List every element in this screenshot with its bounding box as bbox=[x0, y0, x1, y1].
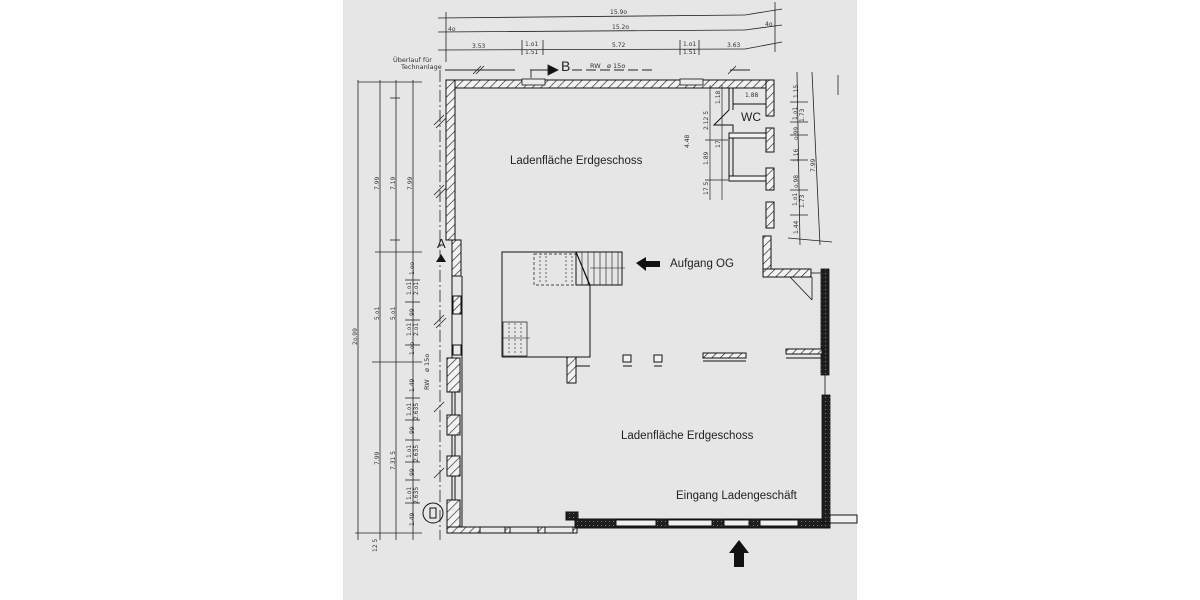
dim-right-r6a: 1.o1 bbox=[792, 192, 799, 206]
room-label-wc: WC bbox=[741, 110, 761, 124]
dim-left-open-2: 1.oo bbox=[409, 261, 416, 275]
dim-right-r6b: 1.73 bbox=[799, 194, 806, 208]
dim-top-start: 4o bbox=[448, 26, 456, 33]
dim-interior-b: 1.18 bbox=[715, 90, 722, 104]
overflow-note-line1: Überlauf für bbox=[393, 56, 432, 64]
dim-left-open-6: 1.49 bbox=[409, 378, 416, 392]
dim-left-mid-2: 5.o1 bbox=[390, 306, 397, 320]
dim-left-open-5: 1.oo bbox=[409, 341, 416, 355]
left-wall-lower bbox=[446, 276, 463, 531]
section-b-label: B bbox=[561, 58, 571, 74]
dim-right-r2b: 1.73 bbox=[799, 108, 806, 122]
dim-top-seg-2a: 1.o1 bbox=[525, 41, 539, 48]
dim-interior-e: 17 bbox=[715, 140, 722, 148]
dim-top-seg-1: 3.53 bbox=[472, 43, 486, 50]
dim-interior-a: 2.12 5 bbox=[703, 110, 710, 130]
staircase bbox=[501, 251, 625, 384]
dim-left-open-11a: 1.o1 bbox=[406, 486, 413, 500]
rw-top-label: RW bbox=[590, 62, 601, 70]
dim-right-r2a: 1.o1 bbox=[792, 106, 799, 120]
dim-left-open-3: 99 bbox=[409, 308, 416, 316]
dim-top-seg-4a: 1.o1 bbox=[683, 41, 697, 48]
dim-top-seg-4b: 1.51 bbox=[683, 49, 697, 56]
arrow-icon-entrance bbox=[729, 540, 749, 567]
dim-top-seg-2b: 1.51 bbox=[525, 49, 539, 56]
bottom-wall bbox=[446, 511, 858, 534]
dim-right-r4: 1.16 bbox=[793, 148, 800, 162]
dim-top-seg-5: 3.63 bbox=[727, 42, 741, 49]
rw-top-diameter: ø 15o bbox=[607, 62, 626, 70]
section-a-label: A bbox=[437, 236, 446, 251]
dim-right-r3: o.99 bbox=[793, 126, 800, 140]
rw-left-label: RW bbox=[423, 379, 431, 390]
room-label-upper-sales-floor: Ladenfläche Erdgeschoss bbox=[510, 155, 643, 167]
dim-left-open-11b: 2.635 bbox=[413, 486, 420, 504]
label-stair-up: Aufgang OG bbox=[670, 258, 734, 270]
dim-left-open-12: 1.49 bbox=[409, 512, 416, 526]
dim-left-upper-3: 7.99 bbox=[407, 176, 414, 190]
break-marks bbox=[433, 65, 737, 479]
dim-right-overall: 7.99 bbox=[810, 158, 817, 172]
dim-left-open-4a: 1.o1 bbox=[406, 322, 413, 336]
dim-left-upper-1: 7.99 bbox=[374, 176, 381, 190]
dim-interior-d: 1.89 bbox=[703, 151, 710, 165]
dim-left-open-8: 99 bbox=[409, 426, 416, 434]
dim-right-r7: 1.44 bbox=[793, 220, 800, 234]
dim-left-open-7b: 2.635 bbox=[413, 402, 420, 420]
dim-left-bottom: 12 5 bbox=[372, 538, 379, 552]
dim-top-overall-2: 15.2o bbox=[612, 24, 630, 31]
top-wall-windows bbox=[521, 78, 704, 86]
outer-walls bbox=[445, 79, 812, 278]
dim-interior-wc-width: 1.88 bbox=[745, 92, 759, 99]
dim-right-r5: o.98 bbox=[793, 174, 800, 188]
interior-dimension-lines bbox=[705, 85, 728, 200]
label-entrance: Eingang Ladengeschäft bbox=[676, 490, 797, 502]
dim-left-open-4b: 2.o1 bbox=[413, 322, 420, 336]
dim-left-open-9b: 2.635 bbox=[413, 444, 420, 462]
dim-interior-f: 17 5 bbox=[703, 181, 710, 195]
dim-top-overall-1: 15.9o bbox=[610, 9, 628, 16]
rw-left-diameter: ø 15o bbox=[423, 353, 431, 372]
wc-block bbox=[712, 88, 767, 182]
dim-left-mid-1: 5.o1 bbox=[374, 306, 381, 320]
dim-left-lower-1: 7.99 bbox=[374, 451, 381, 465]
left-dimension-lines bbox=[355, 70, 441, 540]
dim-left-upper-2: 7.19 bbox=[390, 176, 397, 190]
dim-top-seg-3: 5.72 bbox=[612, 42, 626, 49]
top-dimension-lines bbox=[437, 2, 783, 62]
dim-right-r1: 1.15 bbox=[793, 84, 800, 98]
dim-left-open-7a: 1.o1 bbox=[406, 402, 413, 416]
dim-left-open-9a: 1.o1 bbox=[406, 444, 413, 458]
dim-left-overall: 2o.99 bbox=[352, 328, 359, 345]
dim-left-open-1a: 1.o1 bbox=[406, 281, 413, 295]
right-wall-lower bbox=[789, 268, 831, 524]
interior-columns bbox=[622, 348, 823, 367]
dim-left-open-10: 99 bbox=[409, 468, 416, 476]
drain-symbol bbox=[422, 502, 444, 524]
room-label-lower-sales-floor: Ladenfläche Erdgeschoss bbox=[621, 430, 754, 442]
right-dimension-lines bbox=[787, 71, 839, 246]
dim-left-open-1b: 2.o1 bbox=[413, 281, 420, 295]
dim-interior-c: 4.48 bbox=[684, 134, 691, 148]
arrow-icon-stairs bbox=[636, 257, 660, 271]
overflow-note-line2: Technanlage bbox=[401, 63, 442, 71]
dim-left-lower-2: 7.31 5 bbox=[390, 450, 397, 470]
dim-top-end: 4o bbox=[765, 21, 773, 28]
section-a-marker bbox=[436, 254, 446, 262]
